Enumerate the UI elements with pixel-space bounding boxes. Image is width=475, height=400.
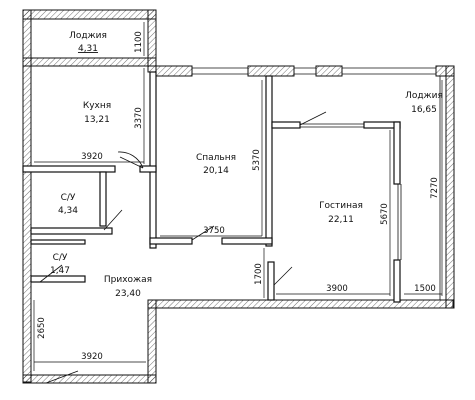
dim-corridor-depth: 1700 <box>254 263 264 285</box>
dim-living-depth: 5670 <box>380 203 390 225</box>
room-area: 4,31 <box>78 44 98 54</box>
dim-bedroom-depth: 5370 <box>252 149 262 171</box>
room-bathroom-1: С/У 4,34 <box>58 193 78 216</box>
room-area: 23,40 <box>115 289 141 299</box>
room-name: Лоджия <box>69 31 107 41</box>
room-name: Спальня <box>196 153 236 163</box>
room-loggia-top: Лоджия 4,31 <box>69 31 107 54</box>
dim-hall-depth: 2650 <box>37 317 47 339</box>
room-name: С/У <box>53 253 68 263</box>
room-hallway: Прихожая 23,40 <box>104 275 152 299</box>
room-bedroom: Спальня 20,14 <box>196 153 236 176</box>
door-arcs <box>39 111 327 384</box>
dimension-lines <box>33 22 443 371</box>
room-kitchen: Кухня 13,21 <box>83 101 111 125</box>
inner-walls <box>22 71 441 303</box>
room-area: 16,65 <box>411 105 437 115</box>
dim-loggia-top-depth: 1100 <box>134 31 144 53</box>
room-name: Лоджия <box>405 91 443 101</box>
room-living: Гостиная 22,11 <box>319 201 363 225</box>
room-area: 20,14 <box>203 166 229 176</box>
outer-walls <box>22 9 455 384</box>
room-name: Гостиная <box>319 201 363 211</box>
room-area: 4,34 <box>58 206 78 216</box>
dim-kitchen-depth: 3370 <box>134 107 144 129</box>
dim-living-width: 3900 <box>326 284 348 294</box>
room-name: Прихожая <box>104 275 152 285</box>
dim-bedroom-width: 3750 <box>203 226 225 236</box>
dim-loggia-right-width: 1500 <box>414 284 436 294</box>
room-name: Кухня <box>83 101 111 111</box>
room-area: 13,21 <box>84 115 110 125</box>
room-loggia-right: Лоджия 16,65 <box>405 91 443 115</box>
room-area: 22,11 <box>328 215 354 225</box>
dim-kitchen-width: 3920 <box>81 152 103 162</box>
dim-loggia-right-depth: 7270 <box>430 177 440 199</box>
room-name: С/У <box>61 193 76 203</box>
room-bathroom-2: С/У 1,47 <box>50 253 70 276</box>
room-area: 1,47 <box>50 266 70 276</box>
dim-hall-width: 3920 <box>81 352 103 362</box>
